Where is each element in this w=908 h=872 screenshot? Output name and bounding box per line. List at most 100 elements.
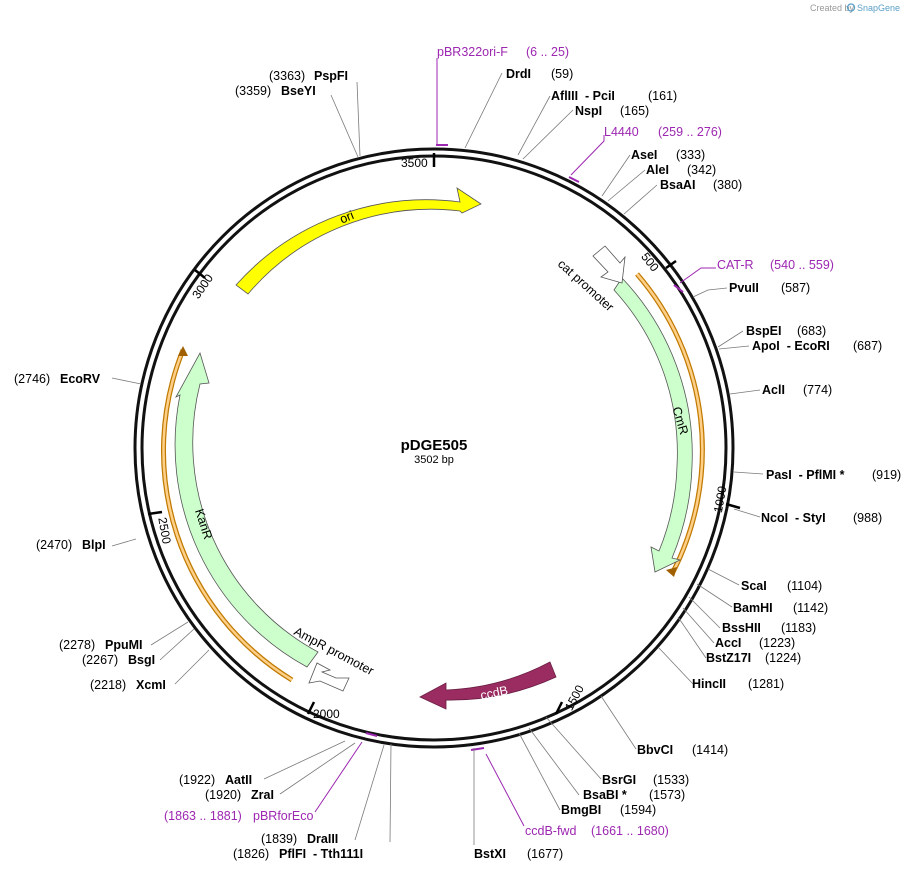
- site-pos: (1183): [781, 621, 816, 635]
- enzyme-site-xcmi[interactable]: (2218) XcmI: [90, 678, 166, 692]
- tick-mark-2000: [306, 701, 316, 715]
- site-pos: (1223): [759, 636, 795, 650]
- site-name: BbvCI: [637, 743, 673, 757]
- site-name: BseYI: [281, 84, 316, 98]
- site-pos: (1104): [787, 579, 822, 593]
- tick-label-500: 500: [638, 250, 662, 275]
- enzyme-site-acli[interactable]: AclI (774): [762, 383, 832, 397]
- site-name: NcoI - StyI: [761, 511, 826, 525]
- primer-range: (1863 .. 1881): [164, 809, 242, 823]
- enzyme-site-hincii[interactable]: HincII (1281): [692, 677, 784, 691]
- feature-cmr[interactable]: CmR: [613, 277, 693, 573]
- site-pos: (1922): [179, 773, 215, 787]
- site-pos: (1281): [748, 677, 784, 691]
- enzyme-site-asei[interactable]: AseI (333): [631, 148, 705, 162]
- primer-cat-r[interactable]: CAT-R (540 .. 559): [673, 258, 834, 293]
- site-pos: (1533): [653, 773, 689, 787]
- site-name: BstZ17I: [706, 651, 751, 665]
- tick-mark-2500: [147, 510, 163, 516]
- site-name: HincII: [692, 677, 726, 691]
- site-name: PasI - PflMI *: [766, 468, 845, 482]
- site-name: DrdI: [506, 67, 531, 81]
- primer-name: ccdB-fwd: [525, 824, 576, 838]
- enzyme-site-ppumi[interactable]: (2278) PpuMI: [59, 638, 143, 652]
- site-name: AclI: [762, 383, 785, 397]
- enzyme-site-scai[interactable]: ScaI (1104): [741, 579, 822, 593]
- tick-mark-1500: [554, 701, 564, 715]
- site-pos: (380): [713, 178, 742, 192]
- enzyme-site-pflfi-tth111i[interactable]: (1826) PflFI - Tth111I: [233, 847, 363, 861]
- enzyme-site-alei[interactable]: AleI (342): [646, 163, 716, 177]
- enzyme-site-zrai[interactable]: (1920) ZraI: [205, 788, 274, 802]
- enzyme-site-blpi[interactable]: (2470) BlpI: [36, 538, 106, 552]
- site-pos: (3359): [235, 84, 271, 98]
- site-name: AatII: [225, 773, 252, 787]
- enzyme-site-bsabi[interactable]: BsaBI * (1573): [583, 788, 685, 802]
- primer-ccdb-fwd[interactable]: ccdB-fwd (1661 .. 1680): [470, 747, 669, 838]
- enzyme-leaders: [111, 72, 764, 845]
- site-name: ZraI: [251, 788, 274, 802]
- enzyme-site-bseyi[interactable]: (3359) BseYI: [235, 84, 316, 98]
- tick-label-3000: 3000: [189, 271, 216, 301]
- site-name: XcmI: [136, 678, 166, 692]
- site-name: PflFI - Tth111I: [279, 847, 363, 861]
- site-name: DraIII: [307, 832, 338, 846]
- primer-name: pBR322ori-F: [437, 45, 508, 59]
- site-name: BsgI: [128, 653, 155, 667]
- enzyme-site-pvuii[interactable]: PvuII (587): [729, 281, 810, 295]
- tick-mark-500: [665, 259, 677, 270]
- feature-cat-promoter[interactable]: cat promoter: [555, 245, 626, 314]
- feature-label-ori: ori: [338, 208, 356, 226]
- primer-name: CAT-R: [717, 258, 754, 272]
- primer-l4440[interactable]: L4440 (259 .. 276): [568, 125, 722, 183]
- enzyme-site-aatii[interactable]: (1922) AatII: [179, 773, 252, 787]
- site-pos: (2746): [14, 372, 50, 386]
- enzyme-site-bbvci[interactable]: BbvCI (1414): [637, 743, 728, 757]
- feature-ori[interactable]: ori: [235, 187, 482, 295]
- site-pos: (342): [687, 163, 716, 177]
- primer-name: L4440: [604, 125, 639, 139]
- feature-ccdb[interactable]: ccdB: [419, 661, 557, 710]
- enzyme-site-drdi[interactable]: DrdI (59): [506, 67, 573, 81]
- enzyme-site-afliii-pcii[interactable]: AflIII - PciI (161): [551, 89, 677, 103]
- site-pos: (774): [803, 383, 832, 397]
- primer-pbr322ori-f[interactable]: pBR322ori-F (6 .. 25): [436, 45, 569, 146]
- enzyme-site-bspei[interactable]: BspEI (683): [746, 324, 826, 338]
- tick-label-1000: 1000: [711, 485, 729, 514]
- enzyme-site-pasi-pflmi[interactable]: PasI - PflMI * (919): [766, 468, 901, 482]
- site-pos: (2267): [82, 653, 118, 667]
- credit-brand: SnapGene: [857, 3, 900, 13]
- enzyme-site-bstxi[interactable]: BstXI (1677): [474, 847, 563, 861]
- feature-label-ccdb: ccdB: [479, 683, 509, 702]
- credit-prefix: Created by: [810, 3, 855, 13]
- enzyme-site-bamhi[interactable]: BamHI (1142): [733, 601, 828, 615]
- site-pos: (161): [648, 89, 677, 103]
- site-pos: (59): [551, 67, 573, 81]
- site-pos: (687): [853, 339, 882, 353]
- enzyme-site-bsshii[interactable]: BssHII (1183): [722, 621, 816, 635]
- enzyme-site-draiii[interactable]: (1839) DraIII: [261, 832, 338, 846]
- tick-label-3500: 3500: [401, 156, 428, 170]
- enzyme-site-apoi-ecori[interactable]: ApoI - EcoRI (687): [752, 339, 882, 353]
- enzyme-site-bstz17i[interactable]: BstZ17I (1224): [706, 651, 801, 665]
- orange-highlight-cmr: [635, 272, 705, 577]
- enzyme-site-bsgi[interactable]: (2267) BsgI: [82, 653, 155, 667]
- enzyme-site-ecorv[interactable]: (2746) EcoRV: [14, 372, 101, 386]
- site-pos: (2218): [90, 678, 126, 692]
- site-name: EcoRV: [60, 372, 101, 386]
- enzyme-site-ncoi-styi[interactable]: NcoI - StyI (988): [761, 511, 882, 525]
- enzyme-site-bmgbi[interactable]: BmgBI (1594): [561, 803, 656, 817]
- site-pos: (3363): [269, 69, 305, 83]
- site-pos: (1224): [765, 651, 801, 665]
- enzyme-site-nspi[interactable]: NspI (165): [575, 104, 649, 118]
- enzyme-site-bsrgi[interactable]: BsrGI (1533): [602, 773, 689, 787]
- site-pos: (2278): [59, 638, 95, 652]
- enzyme-site-bsaai[interactable]: BsaAI (380): [660, 178, 742, 192]
- primer-name: pBRforEco: [253, 809, 313, 823]
- primer-pbrforeco[interactable]: (1863 .. 1881) pBRforEco: [164, 732, 378, 823]
- enzyme-site-pspfi[interactable]: (3363) PspFI: [269, 69, 348, 83]
- site-name: BmgBI: [561, 803, 601, 817]
- site-name: PspFI: [314, 69, 348, 83]
- enzyme-site-acci[interactable]: AccI (1223): [715, 636, 795, 650]
